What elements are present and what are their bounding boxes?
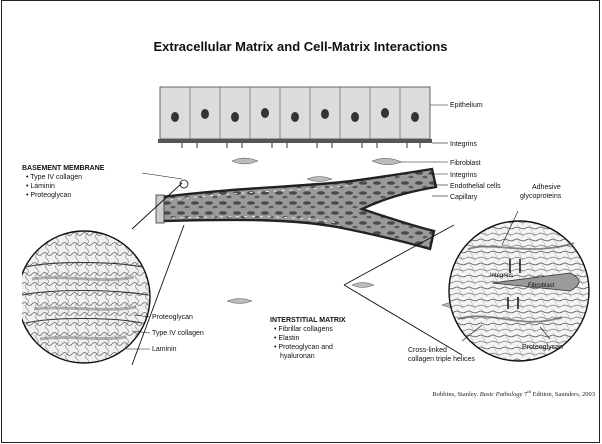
interstitial-matrix-legend: INTERSTITIAL MATRIX • Fibrillar collagen… <box>270 317 346 360</box>
label-collagen-triple-helices: collagen triple helices <box>408 356 475 363</box>
label-laminin: Laminin <box>152 346 177 353</box>
citation-publisher: Edition, Saunders, 2003 <box>533 391 595 398</box>
label-glycoproteins: glycoproteins <box>520 193 562 200</box>
citation-book: Basic Pathology <box>480 391 523 398</box>
label-fibroblast-zoom: Fibroblast <box>528 283 555 289</box>
label-endothelial-cells: Endothelial cells <box>450 183 501 190</box>
ecm-diagram: Epithelium Integrins Fibroblast Integrin… <box>22 69 594 379</box>
label-integrins-top: Integrins <box>450 141 477 148</box>
basement-membrane-item: • Proteoglycan <box>26 192 71 199</box>
interstitial-matrix-item: • Fibrillar collagens <box>274 326 333 333</box>
capillary <box>156 169 436 249</box>
basement-membrane-item: • Laminin <box>26 183 55 190</box>
label-adhesive: Adhesive <box>532 184 561 191</box>
label-integrins-zoom: Integrins <box>490 273 513 279</box>
label-integrins-mid: Integrins <box>450 172 477 179</box>
label-cross-linked: Cross-linked <box>408 347 447 354</box>
basement-membrane-legend: BASEMENT MEMBRANE • Type IV collagen • L… <box>22 165 105 199</box>
interstitial-matrix-item: • Elastin <box>274 335 300 342</box>
slide-title: Extracellular Matrix and Cell-Matrix Int… <box>2 39 599 54</box>
label-epithelium: Epithelium <box>450 102 483 109</box>
label-capillary: Capillary <box>450 194 478 201</box>
epithelium-layer <box>158 87 432 148</box>
interstitial-matrix-item: • Proteoglycan and <box>274 344 333 351</box>
label-type-iv-collagen: Type IV collagen <box>152 330 204 337</box>
label-fibroblast: Fibroblast <box>450 160 481 167</box>
basement-membrane-heading: BASEMENT MEMBRANE <box>22 165 105 172</box>
interstitial-matrix-item: hyaluronan <box>280 353 315 360</box>
interstitial-matrix-zoom <box>344 221 589 361</box>
label-proteoglycan-left: Proteoglycan <box>152 314 193 321</box>
citation-edition-suffix: th <box>527 389 531 394</box>
citation: Robbins, Stanley. Basic Pathology 7th Ed… <box>432 389 595 398</box>
label-proteoglycan-right: Proteoglycan <box>522 344 563 351</box>
basement-membrane-item: • Type IV collagen <box>26 174 82 181</box>
citation-authors: Robbins, Stanley. <box>432 391 478 398</box>
interstitial-matrix-heading: INTERSTITIAL MATRIX <box>270 317 346 324</box>
